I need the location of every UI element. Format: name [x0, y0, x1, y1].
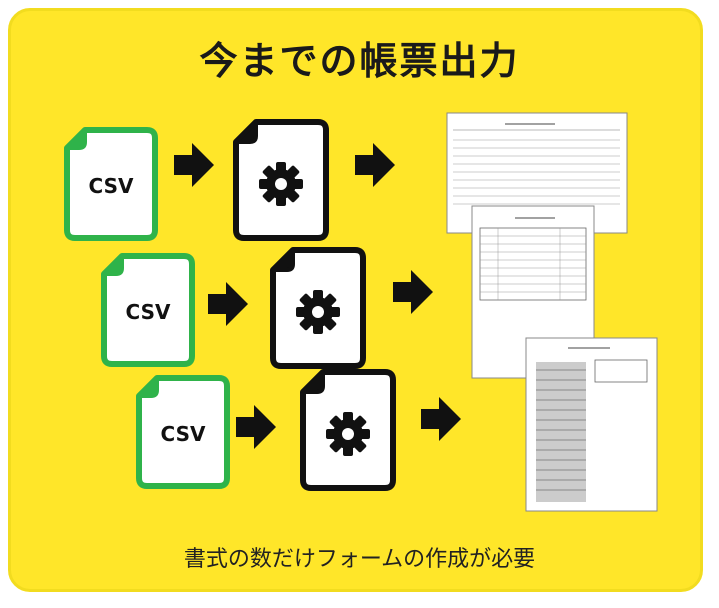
- csv-file-icon-2: CSV: [104, 256, 192, 364]
- csv-label-1: CSV: [89, 174, 134, 198]
- page-title: 今までの帳票出力: [199, 39, 520, 83]
- gear-document-icon-1: [236, 122, 326, 238]
- report-page-3: [525, 337, 658, 512]
- right-arrow-icon-2: [355, 143, 395, 187]
- csv-file-icon-3: CSV: [139, 378, 227, 486]
- csv-label-2: CSV: [126, 300, 171, 324]
- csv-file-icon-1: CSV: [67, 130, 155, 238]
- gear-document-icon-3: [303, 372, 393, 488]
- csv-label-3: CSV: [161, 422, 206, 446]
- right-arrow-icon-6: [421, 397, 461, 441]
- right-arrow-icon-1: [174, 143, 214, 187]
- gear-document-icon-2: [273, 250, 363, 366]
- right-arrow-icon-5: [236, 405, 276, 449]
- right-arrow-icon-4: [393, 270, 433, 314]
- caption-text: 書式の数だけフォームの作成が必要: [183, 547, 536, 572]
- right-arrow-icon-3: [208, 282, 248, 326]
